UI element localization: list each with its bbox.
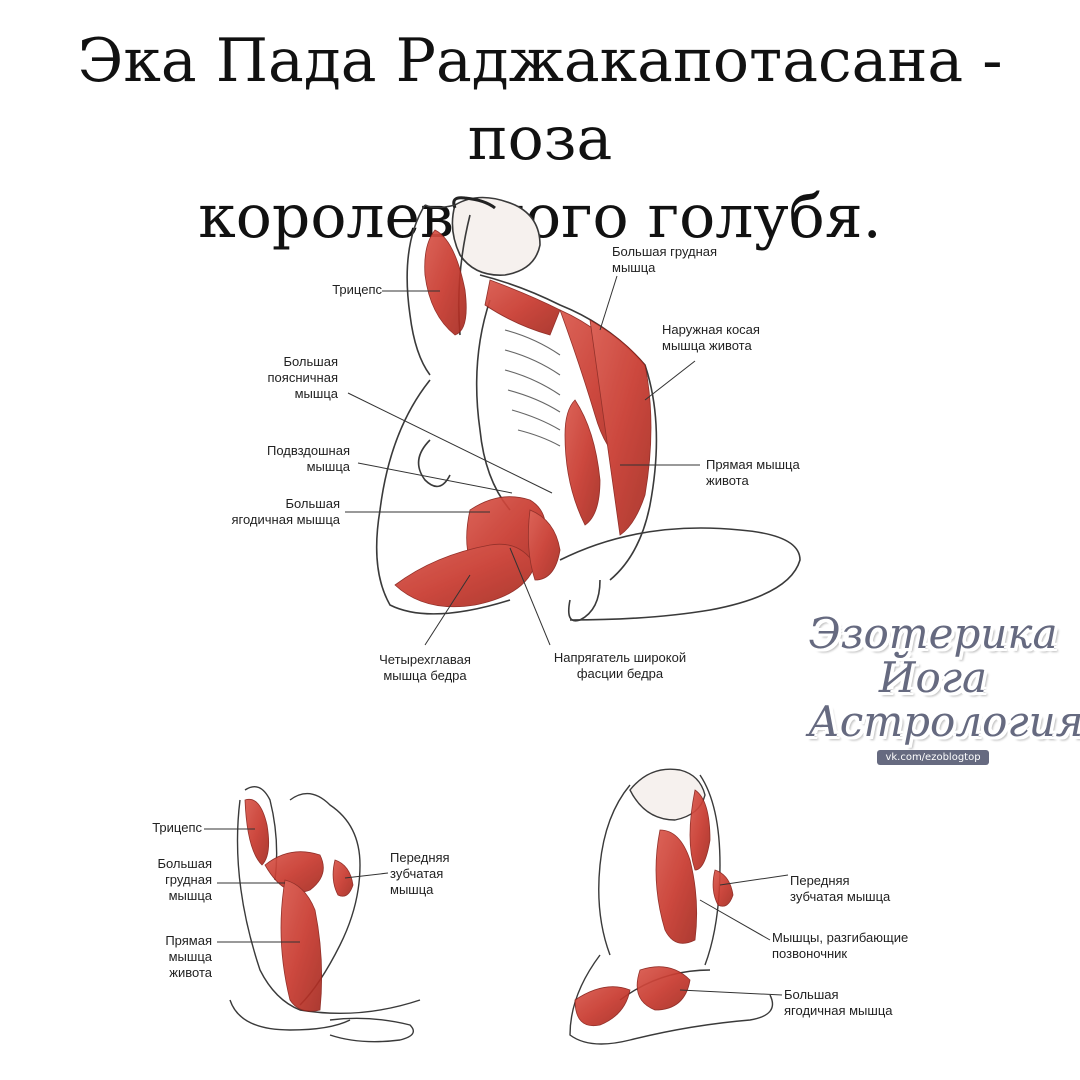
label-psoas-major: Большая поясничная мышца bbox=[267, 354, 338, 401]
label-tensor-fasciae-latae: Напрягатель широкой фасции бедра bbox=[553, 650, 687, 681]
label-triceps-bottom-left: Трицепс bbox=[152, 820, 202, 835]
label-pectoralis-major-bottom-left: Большая грудная мышца bbox=[157, 856, 212, 903]
label-quadriceps: Четырехглавая мышца бедра bbox=[379, 652, 471, 683]
label-gluteus-maximus-bottom-right: Большая ягодичная мышца bbox=[784, 987, 893, 1018]
watermark-line-1: Эзотерика bbox=[808, 609, 1058, 658]
bottom-right-leader-lines bbox=[679, 874, 789, 996]
label-triceps-main: Трицепс bbox=[332, 282, 382, 297]
bottom-left-muscles bbox=[244, 798, 354, 1012]
watermark: Эзотерика Йога Астрология vk.com/ezoblog… bbox=[808, 609, 1080, 787]
main-leader-lines bbox=[345, 275, 700, 646]
page-title: Эка Пада Раджакапотасана - поза королевс… bbox=[0, 22, 1080, 256]
main-figure-muscles bbox=[394, 229, 652, 608]
label-rectus-abdominis-bottom-left: Прямая мышца живота bbox=[165, 933, 212, 980]
title-line-1: Эка Пада Раджакапотасана - поза bbox=[77, 26, 1003, 174]
label-erector-spinae: Мышцы, разгибающие позвоночник bbox=[772, 930, 909, 961]
bottom-left-leader-lines bbox=[204, 828, 389, 943]
label-serratus-anterior-bottom-right: Передняя зубчатая мышца bbox=[790, 873, 891, 904]
bottom-right-figure bbox=[569, 768, 774, 1045]
bottom-right-muscles bbox=[574, 789, 734, 1027]
label-pectoralis-major-main: Большая грудная мышца bbox=[612, 244, 718, 275]
watermark-line-2: Йога bbox=[878, 653, 988, 702]
watermark-line-3: Астрология bbox=[808, 697, 1080, 746]
label-serratus-anterior-bottom-left: Передняя зубчатая мышца bbox=[390, 850, 450, 897]
label-rectus-abdominis-main: Прямая мышца живота bbox=[706, 457, 800, 488]
watermark-url[interactable]: vk.com/ezoblogtop bbox=[877, 750, 989, 765]
label-external-oblique: Наружная косая мышца живота bbox=[662, 322, 760, 353]
label-iliacus: Подвздошная мышца bbox=[266, 443, 350, 474]
main-figure bbox=[375, 196, 801, 622]
label-gluteus-maximus-main: Большая ягодичная мышца bbox=[231, 496, 340, 527]
